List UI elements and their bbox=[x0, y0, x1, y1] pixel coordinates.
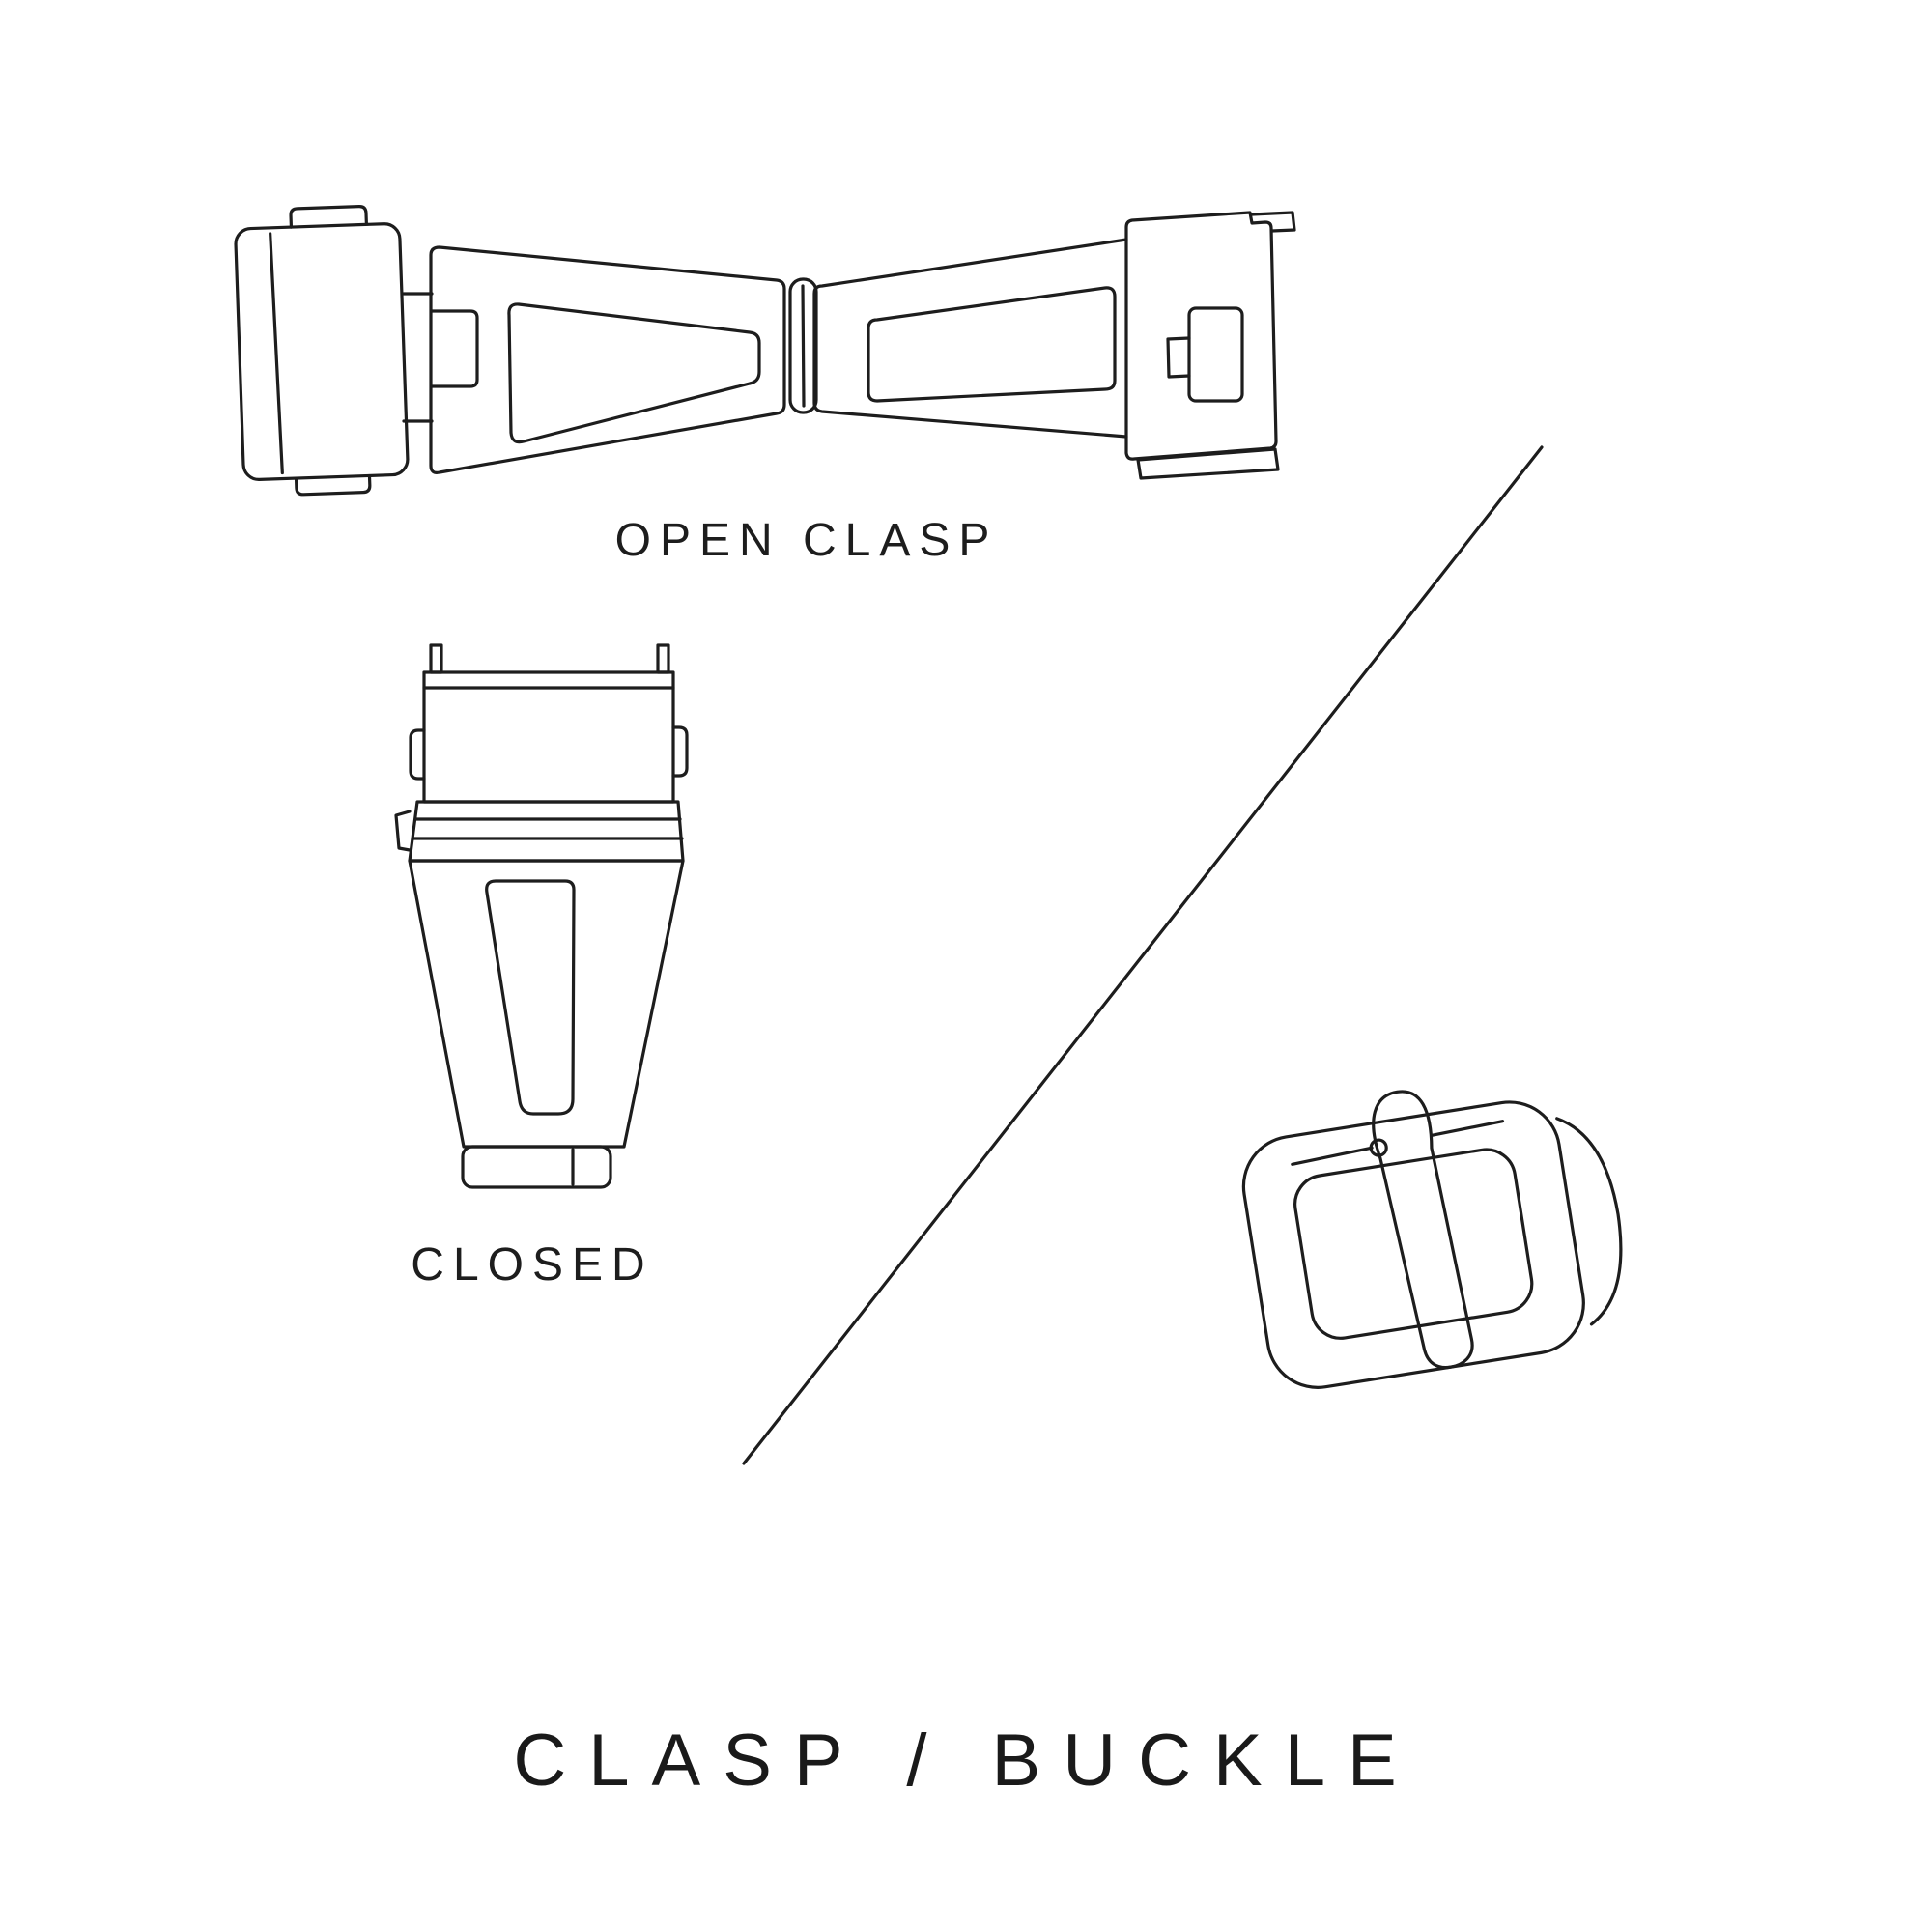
open-clasp-right-blade bbox=[812, 238, 1128, 439]
open-clasp-right-bottom-strip bbox=[1136, 447, 1280, 480]
closed-clasp-prong-left bbox=[429, 643, 443, 674]
closed-clasp-band bbox=[394, 800, 685, 863]
divider-line bbox=[742, 445, 1544, 1465]
open-clasp-left-blade bbox=[429, 245, 786, 474]
page-title: CLASP / BUCKLE bbox=[513, 1719, 1419, 1802]
buckle-opening bbox=[1293, 1148, 1534, 1340]
buckle-frame bbox=[1241, 1100, 1585, 1389]
open-clasp-illustration bbox=[234, 205, 1296, 497]
buckle-illustration bbox=[1241, 1090, 1623, 1389]
closed-clasp-cover bbox=[422, 670, 675, 804]
open-clasp-left-inner bbox=[507, 302, 761, 444]
open-clasp-notch bbox=[430, 309, 479, 388]
open-clasp-right-end bbox=[1124, 211, 1278, 461]
open-clasp-neck bbox=[402, 292, 434, 423]
open-clasp-hinge bbox=[788, 277, 818, 414]
open-clasp-latch bbox=[1166, 306, 1244, 403]
closed-clasp-illustration bbox=[394, 643, 689, 1189]
closed-clasp-label: CLOSED bbox=[411, 1239, 654, 1291]
open-clasp-right-top-step bbox=[1250, 211, 1296, 233]
open-clasp-right-inner bbox=[867, 286, 1117, 403]
closed-clasp-ear-left bbox=[409, 728, 426, 781]
open-clasp-label: OPEN CLASP bbox=[614, 515, 999, 566]
closed-clasp-prong-right bbox=[656, 643, 670, 674]
closed-clasp-base bbox=[461, 1145, 612, 1189]
closed-clasp-ear-right bbox=[671, 725, 689, 778]
open-clasp-end-link bbox=[234, 205, 410, 497]
buckle-frame-depth bbox=[1555, 1117, 1623, 1326]
closed-clasp-body bbox=[408, 859, 685, 1149]
buckle-tongue bbox=[1372, 1090, 1474, 1370]
buckle-spring-bar bbox=[1291, 1120, 1505, 1166]
closed-clasp-inner bbox=[485, 879, 576, 1116]
